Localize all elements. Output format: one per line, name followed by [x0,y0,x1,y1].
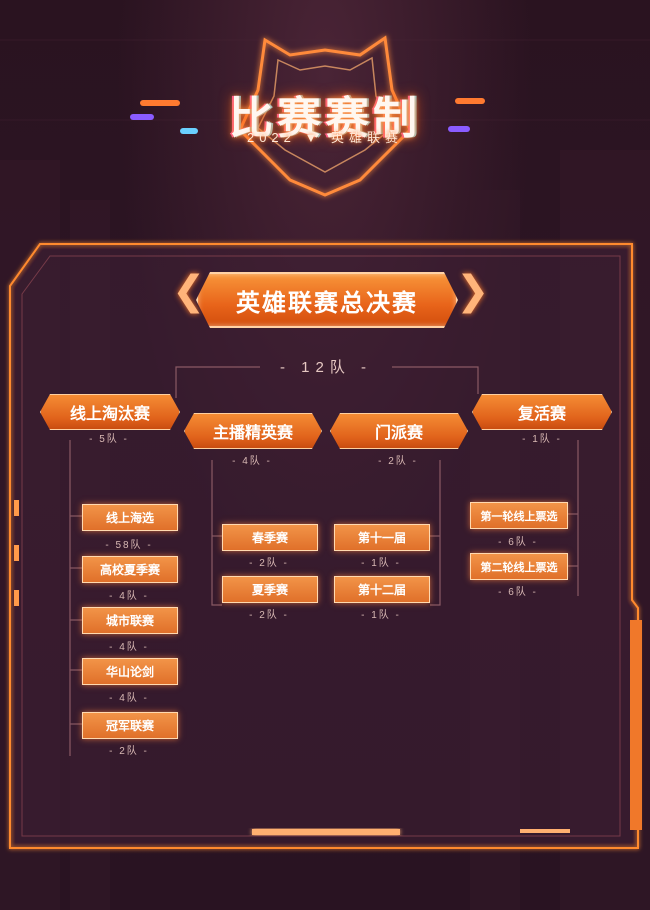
header-logo: 比赛赛制 2022 ▼ 英雄联赛 [0,0,650,210]
triangle-icon: ▼ [304,130,323,145]
streamer-leaf: 春季赛 [222,524,318,551]
dash: - [279,359,302,376]
glitch-bar [130,114,154,120]
leaf-count: - 4队 - [109,642,149,653]
leaf-count: - 6队 - [498,587,538,598]
branch-label: 复活赛 [517,406,566,423]
leaf-count: - 4队 - [109,693,149,704]
leaf-count: - 2队 - [249,558,289,569]
final-count: - 12队 - [260,356,392,377]
online-leaf: 线上海选 [82,504,178,531]
final-node: 英雄联赛总决赛 [196,272,458,328]
branch-label: 主播精英赛 [212,425,293,442]
leaf-count: - 4队 - [109,591,149,602]
subtitle-year: 2022 [246,130,296,145]
sect-leaf: 第十二届 [334,576,430,603]
branch-count: - 4队 - [232,456,272,467]
branch-count: - 1队 - [522,434,562,445]
branch-sect: 门派赛 [330,413,468,449]
leaf-count: - 1队 - [361,610,401,621]
leaf-count: - 58队 - [105,540,153,551]
branch-label: 门派赛 [374,425,423,442]
online-leaf: 冠军联赛 [82,712,178,739]
revival-leaf: 第一轮线上票选 [470,502,568,529]
leaf-count: - 6队 - [498,537,538,548]
glitch-bar [180,128,198,134]
chevron-right-icon: ❯ [456,269,490,313]
page-subtitle: 2022 ▼ 英雄联赛 [0,127,650,146]
branch-count: - 5队 - [89,434,129,445]
final-count-label: 12队 [301,359,351,376]
branch-online-elimination: 线上淘汰赛 [40,394,180,430]
online-leaf: 城市联赛 [82,607,178,634]
branch-count: - 2队 - [378,456,418,467]
subtitle-name: 英雄联赛 [331,130,404,145]
sect-leaf: 第十一届 [334,524,430,551]
revival-leaf: 第二轮线上票选 [470,553,568,580]
leaf-count: - 1队 - [361,558,401,569]
leaf-count: - 2队 - [109,746,149,757]
online-leaf: 华山论剑 [82,658,178,685]
dash: - [350,359,373,376]
streamer-leaf: 夏季赛 [222,576,318,603]
glitch-bar [140,100,180,106]
branch-label: 线上淘汰赛 [69,406,150,423]
final-label: 英雄联赛总决赛 [236,289,418,317]
online-leaf: 高校夏季赛 [82,556,178,583]
page-title: 比赛赛制 [229,93,421,144]
branch-revival: 复活赛 [472,394,612,430]
fox-emblem-icon [238,35,412,197]
leaf-count: - 2队 - [249,610,289,621]
branch-streamer-elite: 主播精英赛 [184,413,322,449]
glitch-bar [448,126,470,132]
glitch-bar [455,98,485,104]
